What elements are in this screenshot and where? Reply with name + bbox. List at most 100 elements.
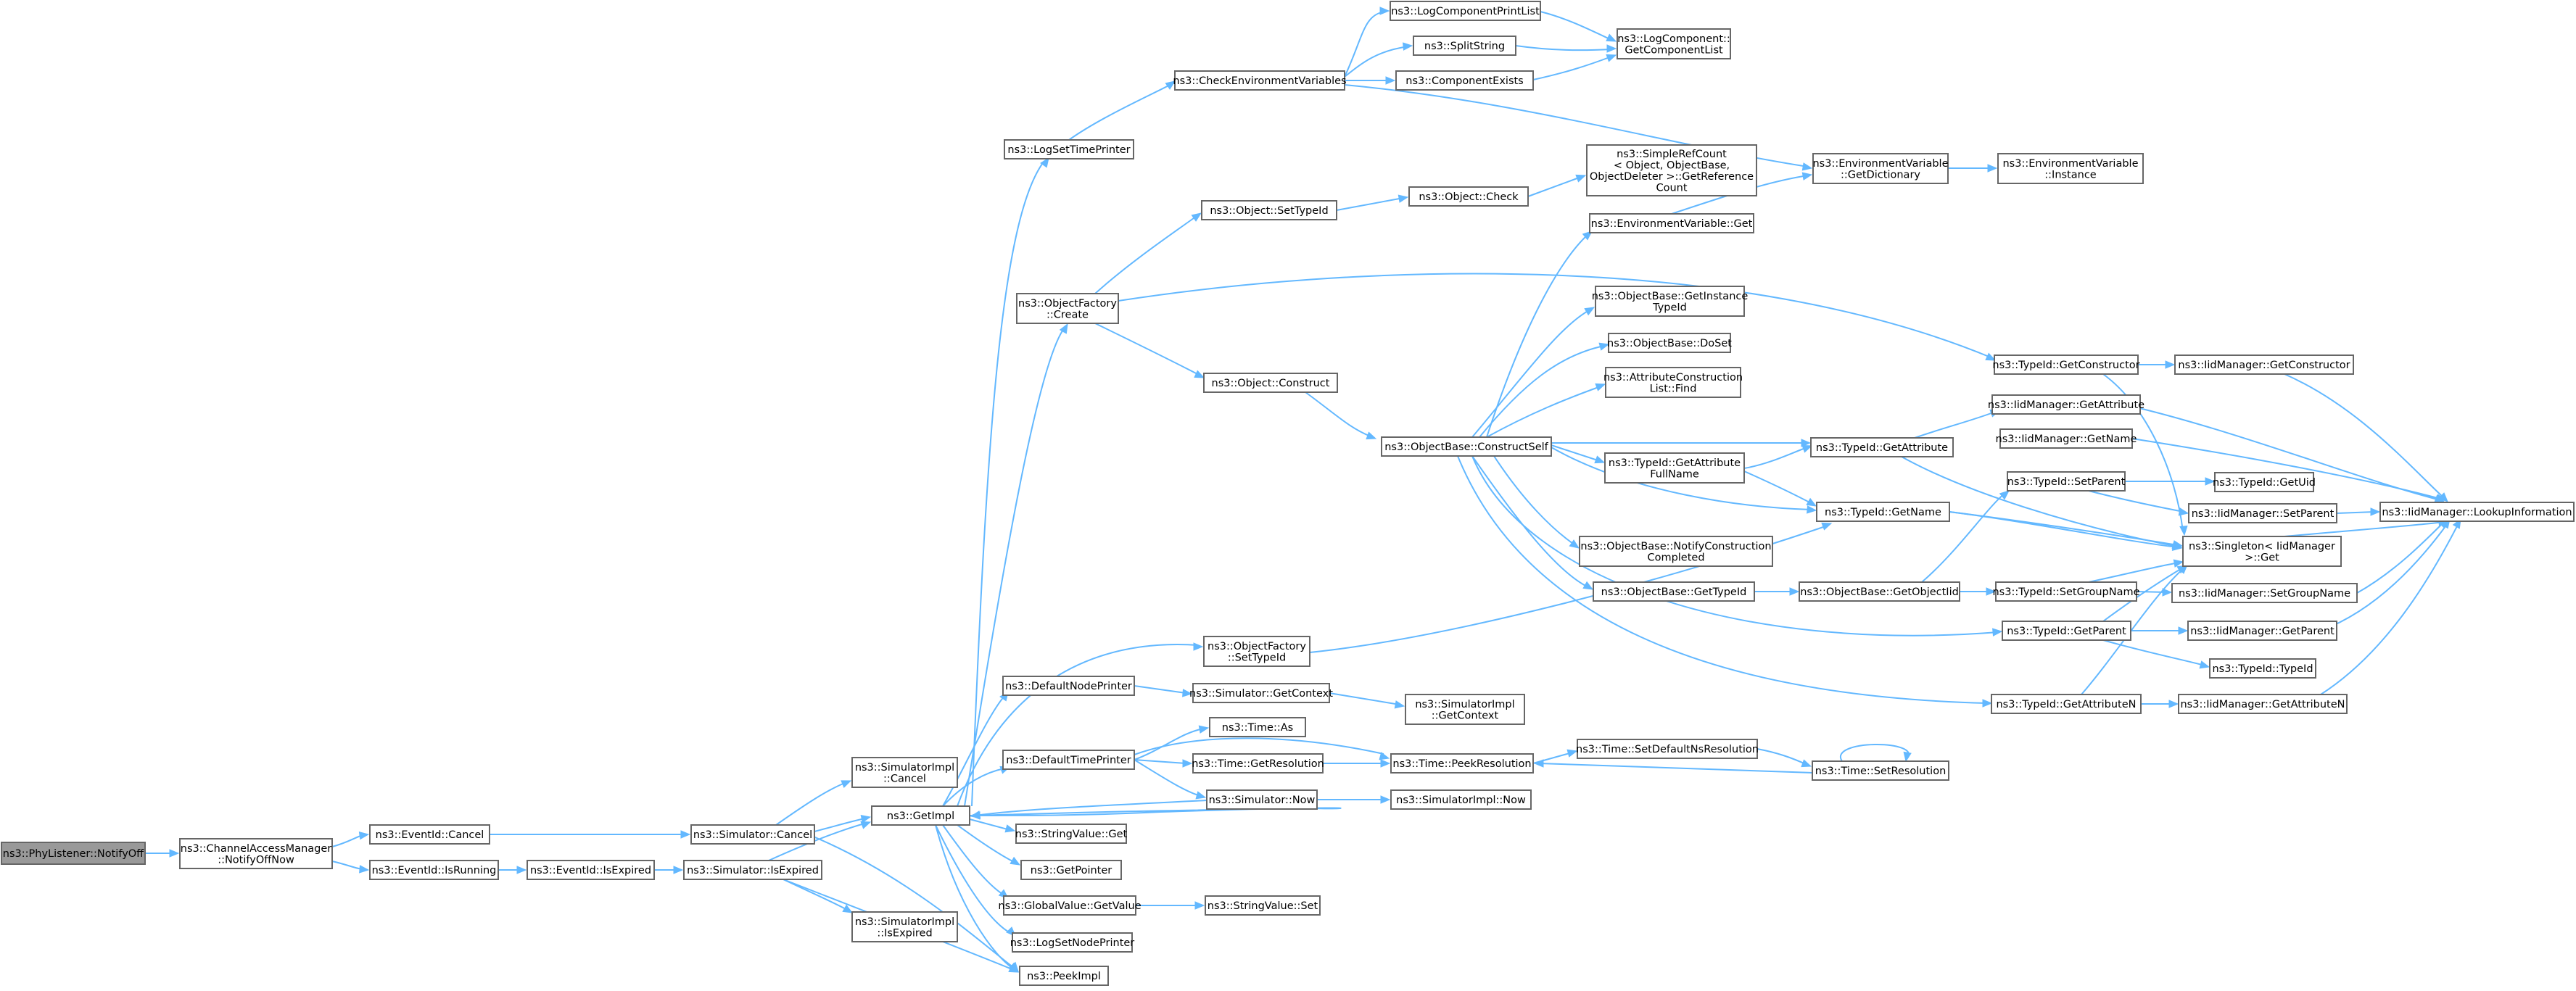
function-node[interactable]: ns3::IidManager::GetConstructor [2174, 354, 2354, 375]
function-node-box [1589, 213, 1754, 233]
call-edge-arrowhead [1403, 42, 1413, 51]
function-node[interactable]: ns3::IidManager::GetAttribute [1988, 394, 2144, 415]
call-edge [942, 695, 1005, 807]
function-node[interactable]: ns3::Object::Check [1408, 186, 1529, 207]
function-node-label: ns3::ObjectFactory [1208, 641, 1306, 652]
call-edge-arrowhead [358, 832, 370, 840]
function-node[interactable]: ns3::Simulator::IsExpired [683, 860, 822, 880]
call-edge [783, 879, 848, 911]
function-node[interactable]: ns3::SplitString [1413, 36, 1516, 56]
function-node[interactable]: ns3::StringValue::Get [1015, 824, 1128, 844]
function-node[interactable]: ns3::CheckEnvironmentVariables [1173, 70, 1347, 91]
function-node[interactable]: ns3::IidManager::LookupInformation [2379, 502, 2575, 522]
function-node[interactable]: ns3::SimpleRefCount< Object, ObjectBase,… [1586, 144, 1757, 196]
call-edge [1743, 447, 1808, 469]
function-node[interactable]: ns3::GlobalValue::GetValue [998, 895, 1142, 916]
function-node[interactable]: ns3::Time::SetResolution [1812, 760, 1949, 781]
function-node[interactable]: ns3::TypeId::GetAttribute [1810, 437, 1954, 457]
function-node[interactable]: ns3::TypeId::SetGroupName [1992, 581, 2140, 602]
function-node-label: ns3::IidManager::LookupInformation [2382, 507, 2572, 518]
function-node-box [2187, 621, 2337, 641]
function-node[interactable]: ns3::LogSetNodePrinter [1010, 932, 1135, 953]
function-node[interactable]: ns3::TypeId::TypeId [2209, 658, 2316, 679]
function-node-label: ns3::Object::Construct [1212, 378, 1330, 389]
function-node[interactable]: ns3::Simulator::Cancel [690, 824, 815, 845]
function-node[interactable]: ns3::EnvironmentVariable::Instance [1997, 153, 2144, 184]
function-node[interactable]: ns3::LogSetTimePrinter [1004, 139, 1134, 159]
function-node[interactable]: ns3::EventId::IsExpired [527, 860, 655, 880]
function-node[interactable]: ns3::IidManager::SetParent [2188, 503, 2337, 523]
function-node[interactable]: ns3::Simulator::GetContext [1189, 683, 1333, 703]
function-node[interactable]: ns3::Time::GetResolution [1192, 753, 1324, 774]
function-node[interactable]: ns3::LogComponentPrintList [1390, 1, 1541, 21]
function-node[interactable]: ns3::TypeId::SetParent [2007, 471, 2126, 492]
function-node[interactable]: ns3::GetPointer [1020, 860, 1122, 880]
function-node[interactable]: ns3::TypeId::GetUid [2213, 472, 2316, 492]
function-node[interactable]: ns3::SimulatorImpl::GetContext [1405, 694, 1525, 725]
call-edge-arrowhead [2179, 526, 2188, 536]
call-edge [969, 807, 1342, 816]
function-node-box [1994, 354, 2139, 375]
root-function-node[interactable]: ns3::PhyListener::NotifyOff [1, 842, 146, 865]
function-node[interactable]: ns3::ObjectBase::NotifyConstructionCompl… [1579, 536, 1773, 567]
function-node[interactable]: ns3::ObjectBase::ConstructSelf [1381, 436, 1552, 457]
function-node-label: ns3::TypeId::SetGroupName [1992, 586, 2139, 598]
function-node-box [1812, 153, 1949, 184]
function-node[interactable]: ns3::IidManager::SetGroupName [2171, 583, 2358, 603]
function-node-box [2209, 658, 2316, 679]
call-edge [2284, 521, 2445, 537]
function-node[interactable]: ns3::ObjectBase::GetTypeId [1593, 581, 1755, 602]
function-node-label: ns3::ObjectBase::GetObjectIid [1800, 586, 1959, 598]
function-node[interactable]: ns3::EventId::Cancel [369, 824, 490, 845]
function-node[interactable]: ns3::GetImpl [871, 805, 970, 826]
function-node-box [2214, 472, 2314, 492]
function-node[interactable]: ns3::Time::As [1209, 717, 1306, 737]
function-node[interactable]: ns3::ObjectFactory::SetTypeId [1203, 636, 1310, 667]
function-node[interactable]: ns3::IidManager::GetParent [2187, 621, 2337, 641]
function-node[interactable]: ns3::Singleton< IidManager >::Get [2182, 536, 2342, 567]
function-node[interactable]: ns3::IidManager::GetName [1996, 428, 2137, 449]
function-node[interactable]: ns3::Time::SetDefaultNsResolution [1576, 739, 1759, 759]
call-edge-arrowhead [1594, 455, 1606, 464]
function-node-box [527, 860, 655, 880]
call-edge-arrowhead [2370, 507, 2381, 516]
function-node[interactable]: ns3::StringValue::Set [1205, 895, 1321, 916]
function-node[interactable]: ns3::SimulatorImpl::IsExpired [851, 911, 958, 942]
call-edge [1329, 692, 1400, 705]
function-node[interactable]: ns3::ComponentExists [1395, 70, 1534, 91]
function-node[interactable]: ns3::ChannelAccessManager::NotifyOffNow [179, 838, 333, 869]
function-node[interactable]: ns3::Object::Construct [1203, 373, 1338, 393]
function-node[interactable]: ns3::TypeId::GetAttributeN [1991, 694, 2142, 714]
call-edge-arrowhead [680, 830, 691, 839]
call-edge [957, 644, 1199, 807]
call-edge [1134, 759, 1201, 797]
function-node[interactable]: ns3::TypeId::GetConstructor [1992, 354, 2140, 375]
call-edge-arrowhead [1582, 581, 1594, 590]
function-node[interactable]: ns3::SimulatorImpl::Cancel [851, 757, 958, 788]
function-node[interactable]: ns3::EnvironmentVariable::GetDictionary [1812, 153, 1949, 184]
function-node[interactable]: ns3::EventId::IsRunning [369, 860, 499, 880]
function-node[interactable]: ns3::LogComponent::GetComponentList [1617, 28, 1731, 59]
function-node[interactable]: ns3::ObjectBase::GetObjectIid [1799, 581, 1960, 602]
function-node[interactable]: ns3::DefaultTimePrinter [1002, 750, 1135, 770]
function-node[interactable]: ns3::DefaultNodePrinter [1002, 676, 1135, 696]
function-node[interactable]: ns3::Object::SetTypeId [1201, 200, 1337, 220]
function-node[interactable]: ns3::Time::PeekResolution [1390, 753, 1534, 774]
function-node[interactable]: ns3::TypeId::GetParent [2002, 621, 2131, 641]
function-node[interactable]: ns3::EnvironmentVariable::Get [1589, 213, 1754, 233]
function-node[interactable]: ns3::TypeId::GetName [1816, 502, 1950, 522]
call-edge [935, 824, 1012, 934]
call-edge-arrowhead [1606, 33, 1617, 42]
function-node-box [871, 805, 970, 826]
function-node[interactable]: ns3::SimulatorImpl::Now [1390, 789, 1532, 810]
function-node[interactable]: ns3::ObjectBase::DoSet [1607, 333, 1732, 353]
function-node-box [1608, 333, 1731, 353]
function-node-box [1390, 789, 1532, 810]
function-node[interactable]: ns3::IidManager::GetAttributeN [2178, 694, 2348, 714]
function-node[interactable]: ns3::Simulator::Now [1206, 789, 1318, 810]
function-node[interactable]: ns3::ObjectFactory::Create [1016, 293, 1119, 324]
function-node[interactable]: ns3::PeekImpl [1019, 966, 1109, 986]
